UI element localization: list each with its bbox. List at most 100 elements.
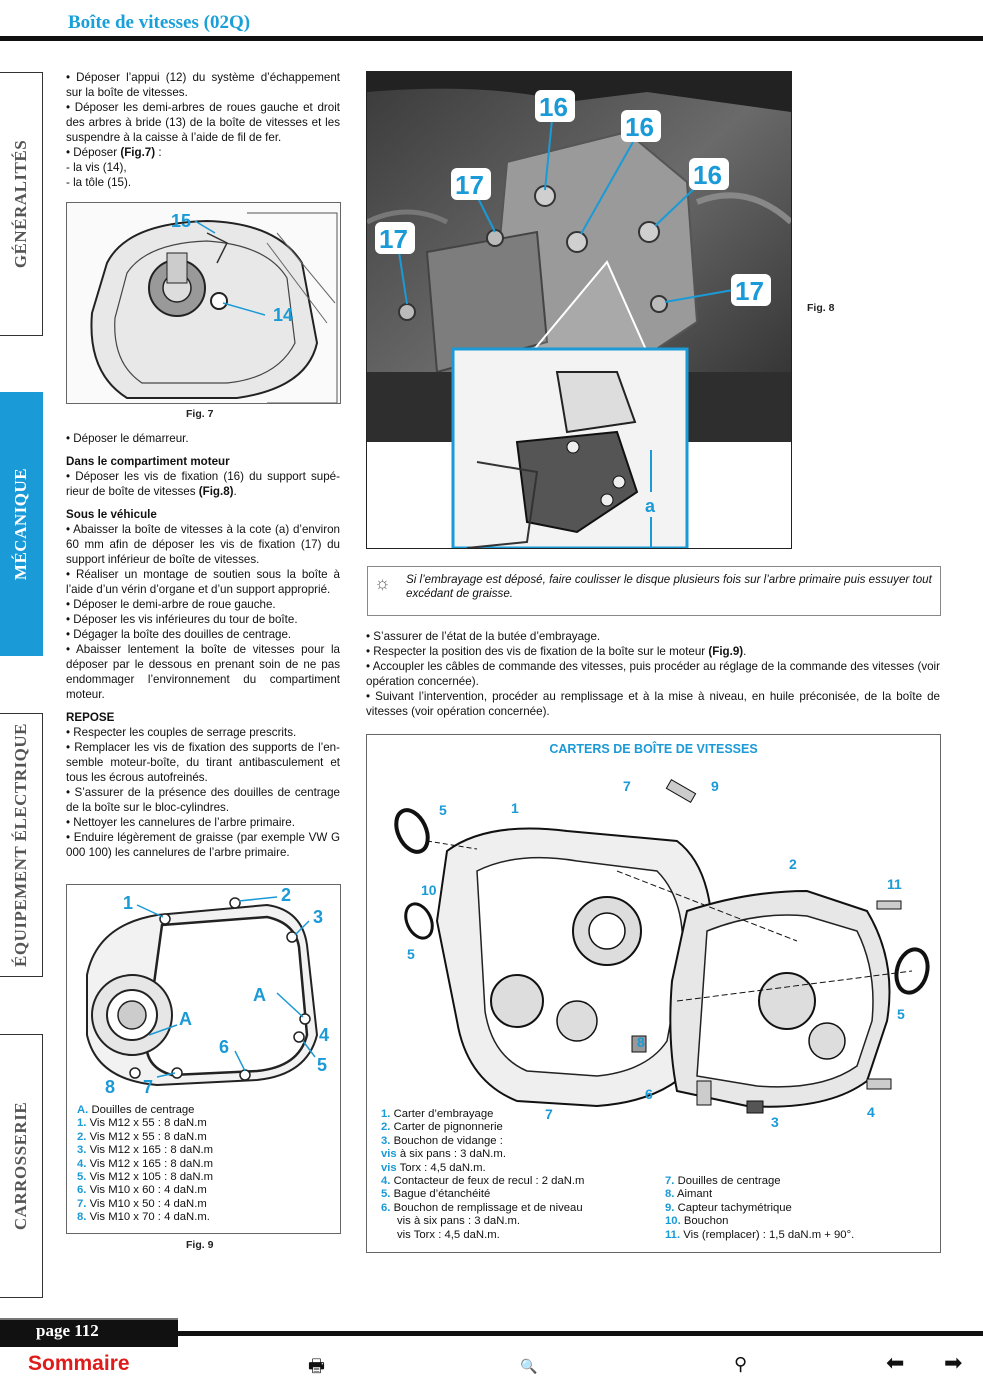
label-2: 2 (281, 885, 291, 905)
right-column-text: • S’assurer de l’état de la butée d’embr… (366, 629, 940, 719)
fig7-illustration: 15 14 (66, 202, 341, 404)
label-8: 8 (637, 1034, 645, 1050)
legend-item: 8. Vis M10 x 70 : 4 daN.m. (77, 1211, 210, 1224)
figure-ref[interactable]: (Fig.8) (198, 485, 234, 498)
paragraph: • Remplacer les vis de fixation des supp… (66, 741, 340, 784)
figure-ref[interactable]: (Fig.7) (120, 146, 156, 159)
arrow-left-icon[interactable]: ⬅ (886, 1350, 905, 1375)
label-4: 4 (319, 1025, 329, 1045)
carters-diagram-box: CARTERS DE BOÎTE DE VITESSES 7 9 5 1 2 1… (366, 734, 941, 1253)
paragraph: • Respecter les couples de serrage presc… (66, 726, 297, 739)
zoom-page-icon[interactable]: 🔍 (520, 1358, 538, 1374)
label-A-left: A (179, 1009, 192, 1029)
label-14: 14 (273, 305, 293, 325)
paragraph: - la tôle (15). (66, 176, 132, 189)
label-3: 3 (771, 1114, 779, 1130)
binoculars-icon[interactable]: ⚲ (734, 1354, 748, 1374)
page-number: page 112 (36, 1321, 99, 1340)
section-heading: REPOSE (66, 711, 115, 724)
engine-bay-photo: 16 16 16 17 17 17 a (367, 72, 791, 548)
paragraph: - la vis (14), (66, 161, 127, 174)
legend-item: A. Douilles de centrage (77, 1104, 195, 1116)
legend-item: 2. Carter de pignonnerie (381, 1121, 503, 1134)
arrow-right-icon[interactable]: ➡ (944, 1350, 963, 1375)
header-divider (0, 36, 983, 41)
carters-legend-left: 1. Carter d’embrayage 2. Carter de pigno… (381, 1108, 584, 1242)
label-7-top: 7 (623, 778, 631, 794)
paragraph: • Déposer le demi-arbre de roue gauche. (66, 598, 276, 611)
label-16-b: 16 (625, 112, 654, 142)
label-17-a: 17 (455, 170, 484, 200)
legend-item: vis Torx : 4,5 daN.m. (381, 1161, 486, 1174)
tip-box: ☼ Si l’embrayage est déposé, faire couli… (367, 566, 941, 616)
label-7-bottom: 7 (545, 1106, 553, 1122)
paragraph: • Déposer (Fig.7) : (66, 146, 162, 159)
legend-item: 5. Bague d’étanchéité (381, 1188, 491, 1201)
label-7: 7 (143, 1077, 153, 1097)
tab-mecanique[interactable]: MÉCANIQUE (0, 392, 43, 656)
paragraph: • Déposer les vis inférieures du tour de… (66, 613, 298, 626)
label-4: 4 (867, 1104, 875, 1120)
legend-item: 4. Contacteur de feux de recul : 2 daN.m (381, 1175, 585, 1188)
label-5: 5 (317, 1055, 327, 1075)
fig7-caption: Fig. 7 (186, 408, 214, 420)
tab-equipement-electrique[interactable]: ÉQUIPEMENT ÉLECTRIQUE (0, 713, 43, 977)
legend-item: 3. Bouchon de vidange : (381, 1134, 503, 1147)
label-A-right: A (253, 985, 266, 1005)
figure-ref[interactable]: (Fig.9) (708, 645, 744, 658)
label-17-c: 17 (735, 276, 764, 306)
paragraph: • Déposer le démarreur. (66, 432, 189, 445)
label-9: 9 (711, 778, 719, 794)
tab-carrosserie[interactable]: CARROSSERIE (0, 1034, 43, 1298)
label-16-a: 16 (539, 92, 568, 122)
print-icon[interactable]: 🖶 (308, 1356, 325, 1376)
paragraph: • Abaisser la boîte de vitesses à la cot… (66, 523, 340, 566)
lightbulb-icon: ☼ (374, 573, 391, 593)
carters-title: CARTERS DE BOÎTE DE VITESSES (549, 742, 758, 756)
legend-item: 4. Vis M12 x 165 : 8 daN.m (77, 1157, 214, 1170)
legend-item: 6. Vis M10 x 60 : 4 daN.m (77, 1184, 207, 1197)
paragraph: • Déposer les vis de fixation (16) du su… (66, 470, 340, 498)
tab-label: CARROSSERIE (11, 1101, 30, 1231)
carters-legend-right: 7. Douilles de centrage 8. Aimant 9. Cap… (665, 1175, 854, 1242)
fig9-caption: Fig. 9 (186, 1239, 214, 1251)
legend-item: vis Torx : 4,5 daN.m. (397, 1228, 500, 1241)
label-8: 8 (105, 1077, 115, 1097)
exploded-gearbox-drawing: 7 9 5 1 2 11 10 5 5 8 6 4 7 3 (394, 778, 930, 1130)
label-5-left: 5 (407, 946, 415, 962)
footer-divider (178, 1331, 983, 1336)
legend-item: 9. Capteur tachymétrique (665, 1201, 792, 1214)
section-heading: Sous le véhicule (66, 508, 157, 521)
tip-text: Si l’embrayage est déposé, faire couliss… (406, 573, 932, 600)
tab-label: GÉNÉRALITÉS (11, 139, 30, 269)
label-6: 6 (645, 1086, 653, 1102)
label-2: 2 (789, 856, 797, 872)
legend-item: 6. Bouchon de remplissage et de niveau (381, 1201, 583, 1214)
page-title: Boîte de vitesses (02Q) (68, 12, 251, 33)
paragraph: • Accoupler les câbles de commande des v… (366, 660, 940, 688)
fig8-photo: 16 16 16 17 17 17 a (366, 71, 792, 549)
tab-label: ÉQUIPEMENT ÉLECTRIQUE (11, 723, 30, 967)
label-11: 11 (887, 876, 902, 892)
label-5-right: 5 (897, 1006, 905, 1022)
left-column-middle: • Déposer le démarreur. Dans le comparti… (66, 431, 340, 860)
paragraph: • S’assurer de l’état de la butée d’embr… (366, 630, 601, 643)
paragraph: • Dégager la boîte des douilles de centr… (66, 628, 292, 641)
legend-item: 3. Vis M12 x 165 : 8 daN.m (77, 1144, 214, 1157)
label-16-c: 16 (693, 160, 722, 190)
fig9-illustration: 1 2 3 A A 4 6 5 8 7 A. Douilles de centr… (66, 884, 341, 1234)
paragraph: • Suivant l’intervention, procéder au re… (366, 690, 940, 718)
fig8-caption: Fig. 8 (807, 302, 835, 314)
tab-generalites[interactable]: GÉNÉRALITÉS (0, 72, 43, 336)
gearbox-drawing-fig7: 15 14 (67, 203, 340, 403)
label-1: 1 (511, 800, 519, 816)
paragraph: • Enduire légèrement de graisse (par exe… (66, 831, 340, 859)
left-column-top: • Déposer l’appui (12) du système d’écha… (66, 70, 340, 190)
sommaire-link[interactable]: Sommaire (28, 1352, 130, 1375)
label-3: 3 (313, 907, 323, 927)
legend-item: 10. Bouchon (665, 1215, 729, 1228)
label-17-b: 17 (379, 224, 408, 254)
fig9-legend: A. Douilles de centrage 1. Vis M12 x 55 … (77, 1104, 213, 1225)
legend-item: 8. Aimant (665, 1188, 713, 1201)
paragraph: • Réaliser un montage de soutien sous la… (66, 568, 340, 596)
